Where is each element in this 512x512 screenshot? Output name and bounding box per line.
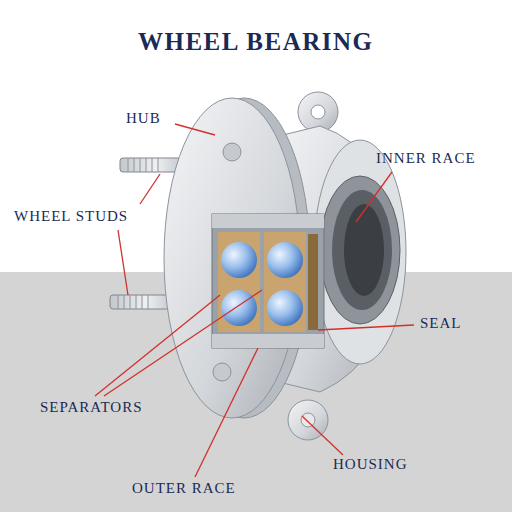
leader-lines	[95, 124, 414, 477]
part-label: INNER RACE	[376, 150, 476, 167]
part-label: HUB	[126, 110, 161, 127]
hub-flange	[164, 98, 310, 418]
part-label: SEAL	[420, 315, 462, 332]
part-label: SEPARATORS	[40, 399, 143, 416]
diagram-title: WHEEL BEARING	[138, 28, 374, 56]
inner-race	[320, 176, 400, 324]
part-label: WHEEL STUDS	[14, 208, 128, 225]
part-label: OUTER RACE	[132, 480, 236, 497]
part-label: HOUSING	[333, 456, 408, 473]
bearing-cutaway	[212, 214, 324, 348]
